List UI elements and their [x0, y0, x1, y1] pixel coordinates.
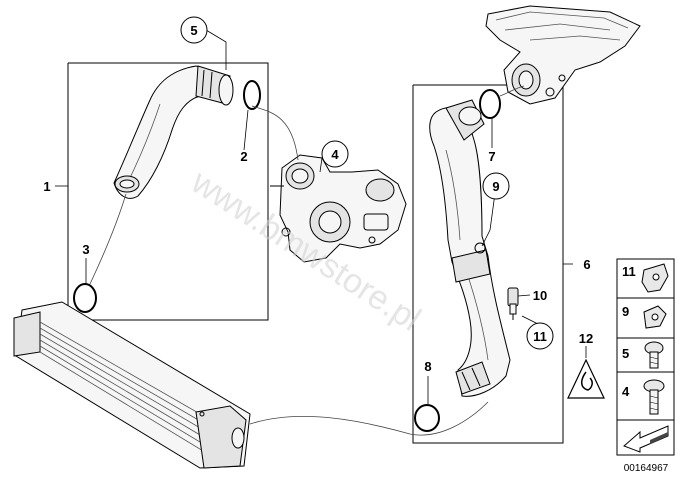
- socket-bolt-icon: [644, 341, 664, 369]
- intake-manifold: [485, 5, 641, 105]
- svg-text:4: 4: [331, 147, 339, 162]
- legend-frame: [616, 258, 675, 456]
- charge-air-hose-6: [429, 99, 511, 397]
- warning-triangle-icon: [567, 358, 605, 399]
- label-2: 2: [240, 149, 247, 164]
- svg-text:9: 9: [492, 179, 499, 194]
- svg-text:4: 4: [622, 384, 630, 399]
- label-10: 10: [533, 288, 547, 303]
- arrow-icon: [623, 425, 669, 453]
- label-8: 8: [424, 359, 431, 374]
- o-ring-2: [243, 80, 261, 110]
- sensor-10: [507, 287, 519, 320]
- callout-11: 11: [526, 322, 554, 350]
- svg-text:5: 5: [622, 346, 629, 361]
- label-7: 7: [488, 149, 495, 164]
- o-ring-3: [73, 283, 97, 313]
- legend-item-9: 9: [622, 304, 667, 329]
- charge-air-hose-1: [113, 65, 234, 199]
- label-6: 6: [583, 257, 590, 272]
- callout-5: 5: [180, 16, 208, 44]
- svg-text:5: 5: [190, 23, 197, 38]
- svg-text:11: 11: [533, 329, 547, 344]
- label-12: 12: [579, 331, 593, 346]
- svg-text:9: 9: [622, 304, 629, 319]
- o-ring-7: [479, 89, 501, 119]
- hex-bolt-icon: [643, 379, 665, 415]
- label-3: 3: [82, 242, 89, 257]
- leader-lines: [55, 29, 587, 404]
- legend-item-arrow: [623, 425, 669, 453]
- connection-lines: [89, 85, 525, 436]
- intercooler: [13, 301, 251, 469]
- legend-item-5: 5: [622, 341, 664, 369]
- svg-text:11: 11: [622, 264, 636, 279]
- callout-9: 9: [482, 172, 510, 200]
- spring-clip-icon: [643, 305, 667, 329]
- turbocharger: [270, 154, 407, 263]
- label-1: 1: [43, 179, 50, 194]
- clip-bracket-icon: [641, 263, 669, 293]
- o-ring-8: [414, 404, 440, 432]
- figure-id: 00164967: [624, 463, 669, 474]
- group-frame-1: [67, 62, 269, 321]
- legend-item-4: 4: [622, 379, 665, 415]
- legend-item-11: 11: [622, 263, 669, 293]
- callout-4: 4: [321, 140, 349, 168]
